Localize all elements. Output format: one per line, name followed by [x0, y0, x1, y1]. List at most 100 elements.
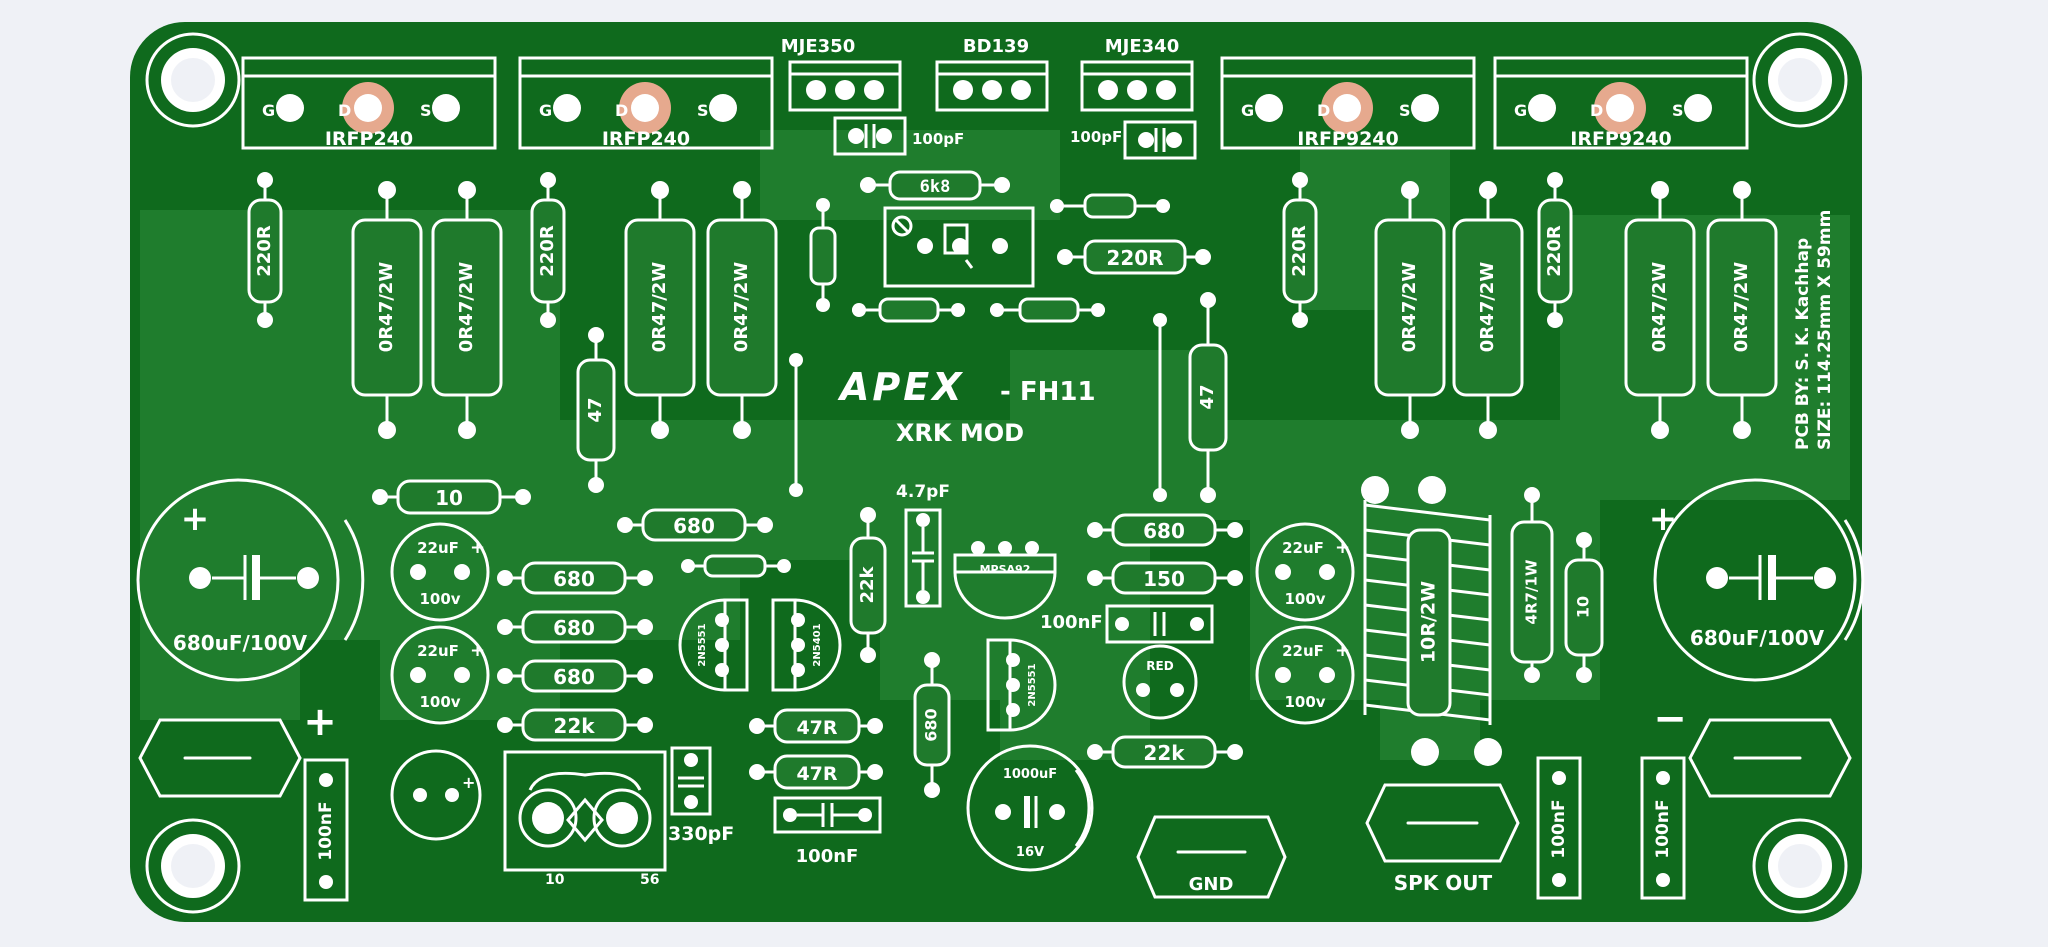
resistor-680-label: 680 — [553, 567, 595, 591]
transistor-small-3: 2N5551 — [986, 638, 1057, 732]
cap-22uf-2: 22uF + 100v — [390, 625, 490, 725]
cap-100pf-label: 100pF — [912, 130, 964, 148]
cap-22uf-label: 22uF — [417, 539, 459, 557]
cap-4-7pf-label: 4.7pF — [896, 482, 950, 502]
cap-16v-label: 16V — [1016, 845, 1044, 860]
resistor-22k-r: 22k — [1087, 735, 1243, 769]
cap-22uf-label: 22uF — [1282, 642, 1324, 660]
plus-sign: + — [462, 773, 475, 792]
transistor-mpsa92-label: MPSA92 — [980, 563, 1031, 576]
pin-g-label: G — [262, 101, 275, 120]
cap-4-7pf: 4.7pF — [896, 482, 950, 608]
cap-100v-label: 100v — [419, 590, 460, 608]
resistor-47-right: 47 — [1188, 292, 1228, 503]
resistor-0r47-3: 0R47/2W — [624, 181, 696, 439]
resistor-680-m: 680 — [617, 508, 773, 542]
resistor-47r-label: 47R — [796, 763, 837, 785]
mounting-hole-top-right — [1752, 32, 1848, 128]
resistor-680-r: 680 — [1087, 513, 1243, 547]
resistor-10-label: 10 — [435, 486, 463, 510]
minus-sign: − — [1653, 696, 1687, 742]
resistor-10: 10 — [372, 479, 531, 515]
resistor-680-label: 680 — [673, 514, 715, 538]
resistor-0r47-6: 0R47/2W — [1452, 181, 1524, 439]
resistor-680-l1: 680 — [497, 561, 653, 595]
cap-22uf-label: 22uF — [417, 642, 459, 660]
resistor-47r-2: 47R — [749, 754, 883, 790]
cap-22uf-1: 22uF + 100v — [390, 522, 490, 622]
cap-1000uf-label: 1000uF — [1003, 767, 1057, 782]
cap-main-label: 680uF/100V — [1690, 626, 1825, 650]
spk-out-label: SPK OUT — [1394, 871, 1493, 895]
input-label-10: 10 — [545, 872, 565, 888]
resistor-0r47-label: 0R47/2W — [456, 262, 477, 353]
pin-d-label: D — [1590, 101, 1603, 120]
cap-330pf: 330pF — [668, 746, 734, 845]
resistor-0r47-label: 0R47/2W — [1399, 262, 1420, 353]
pin-d-label: D — [615, 101, 628, 120]
pin-g-label: G — [1514, 101, 1527, 120]
resistor-0r47-8: 0R47/2W — [1706, 181, 1778, 439]
brand-logo: APEX — [837, 365, 965, 409]
cap-22uf-3: 22uF + 100v — [1255, 522, 1355, 622]
resistor-10r-label: 10R/2W — [1418, 581, 1440, 663]
cap-100pf-right: 100pF — [1070, 120, 1197, 160]
led-label: RED — [1146, 659, 1173, 673]
resistor-220-label: 220R — [1544, 225, 1565, 277]
plus-sign: + — [303, 699, 337, 745]
resistor-47-left: 47 — [576, 327, 616, 493]
mosfet-q2: G D S IRFP240 — [518, 56, 774, 150]
pin-s-label: S — [1672, 101, 1684, 120]
resistor-0r47-label: 0R47/2W — [649, 262, 670, 353]
pin-d-label: D — [1317, 101, 1330, 120]
input-label-56: 56 — [640, 872, 659, 888]
resistor-220-v4: 220R — [1537, 172, 1573, 328]
resistor-0r47-label: 0R47/2W — [1649, 262, 1670, 353]
cap-main-label: 680uF/100V — [173, 631, 308, 655]
transistor-small-label: 2N5401 — [812, 623, 823, 666]
mosfet-q4: G D S IRFP9240 — [1493, 56, 1749, 150]
resistor-220-label: 220R — [1289, 225, 1310, 277]
cap-100nf-label: 100nF — [1653, 799, 1673, 858]
board-subtitle: XRK MOD — [896, 419, 1024, 447]
cap-22uf-label: 22uF — [1282, 539, 1324, 557]
output-inductor: 10R/2W — [1361, 476, 1502, 766]
cap-main-right: + 680uF/100V — [1649, 478, 1865, 682]
resistor-22k-label: 22k — [1143, 741, 1185, 765]
cap-100v-label: 100v — [1284, 590, 1325, 608]
mounting-holes — [145, 32, 1848, 914]
cap-100nf-2: 100nF — [1040, 604, 1214, 644]
resistor-0r47-label: 0R47/2W — [731, 262, 752, 353]
mosfet-q3: G D S IRFP9240 — [1220, 56, 1476, 150]
cap-100pf-label: 100pF — [1070, 128, 1122, 146]
resistor-6k8-label: 6k8 — [920, 177, 951, 197]
cap-100nf-v1: 100nF — [303, 758, 349, 902]
resistor-220-v2: 220R — [530, 172, 566, 328]
pin-g-label: G — [539, 101, 552, 120]
gnd-terminal: GND — [1136, 815, 1287, 899]
cap-small-electrolytic: + — [390, 749, 482, 841]
resistor-220-v1: 220R — [247, 172, 283, 328]
resistor-680-label: 680 — [1143, 519, 1185, 543]
resistor-0r47-1: 0R47/2W — [351, 181, 423, 439]
resistor-0r47-7: 0R47/2W — [1624, 181, 1696, 439]
mounting-hole-bottom-left — [145, 818, 241, 914]
driver-mje350-label: MJE350 — [781, 36, 855, 57]
mounting-hole-top-left — [145, 32, 241, 128]
mosfet-q2-label: IRFP240 — [602, 128, 690, 150]
plus-sign: + — [1335, 537, 1350, 558]
input-connector: 10 56 — [503, 750, 667, 888]
mosfet-q1-label: IRFP240 — [325, 128, 413, 150]
credit-text: PCB BY: S. K. Kachhap — [1793, 238, 1813, 450]
driver-transistors: MJE350 BD139 MJE340 — [781, 36, 1194, 112]
transistor-small-2: 2N5401 — [771, 598, 842, 692]
cap-100nf-label: 100nF — [1040, 612, 1103, 633]
power-terminal-positive: + — [138, 699, 337, 798]
resistor-0r47-4: 0R47/2W — [706, 181, 778, 439]
size-text: SIZE: 114.25mm X 59mm — [1815, 210, 1835, 450]
resistor-22k-v: 22k — [849, 507, 887, 663]
resistor-0r47-5: 0R47/2W — [1374, 181, 1446, 439]
transistor-small-label: 2N5551 — [1027, 663, 1038, 706]
mosfet-q3-label: IRFP9240 — [1297, 128, 1399, 150]
